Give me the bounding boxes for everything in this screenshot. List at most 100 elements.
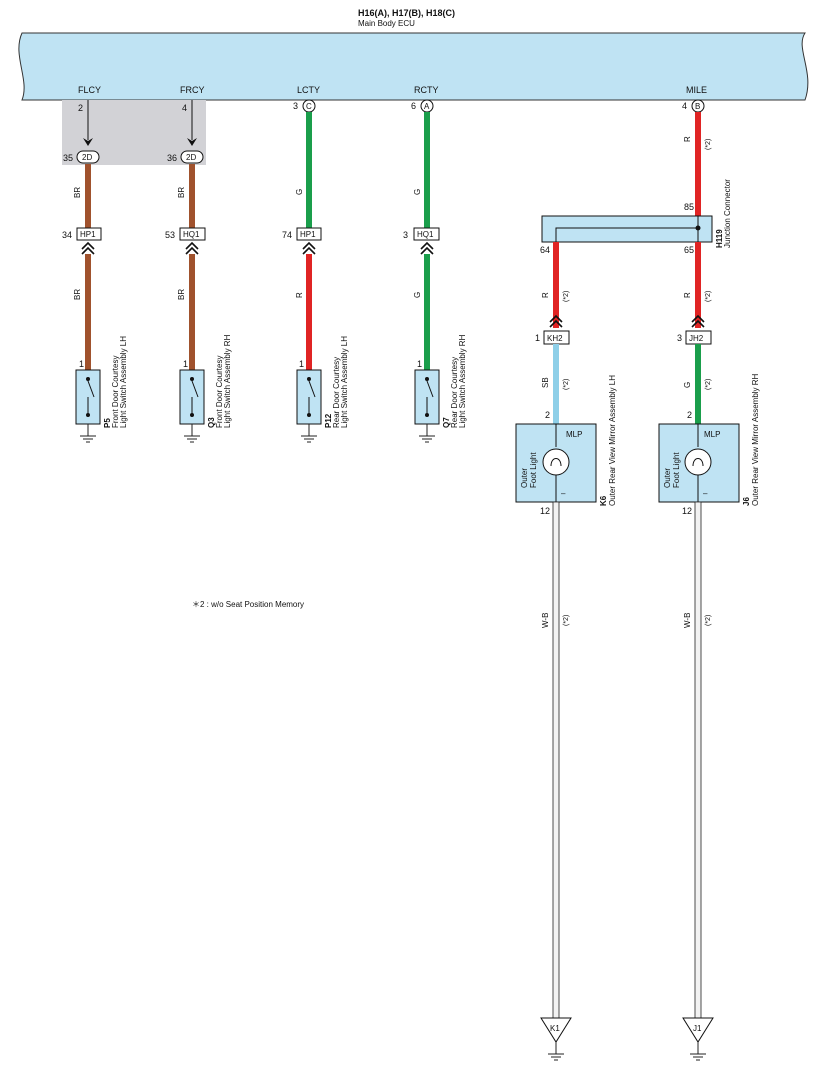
wire-g <box>306 112 312 228</box>
switch-name-line1: Front Door Courtesy <box>111 356 120 428</box>
pin-label: 1 <box>417 359 422 369</box>
wire-color-label: G <box>413 292 422 298</box>
connector-2d-label: 2D <box>82 153 92 162</box>
wire-br <box>189 254 195 370</box>
junction-connector-h119 <box>541 215 713 243</box>
main-body-ecu-box <box>18 32 809 101</box>
switch-name-line2: Light Switch Assembly RH <box>458 334 467 428</box>
wire-note-tag: (*2) <box>705 615 712 626</box>
pin-label: 1 <box>79 359 84 369</box>
pin-label: 34 <box>62 230 72 240</box>
lamp-label-line2: Foot Light <box>529 452 538 488</box>
ground-icon <box>547 1041 565 1061</box>
connector-hq1 <box>413 227 440 241</box>
connector-name: JH2 <box>689 334 704 343</box>
connector-letter: B <box>695 102 700 111</box>
junction-name: Junction Connector <box>723 179 732 248</box>
wire-color-label: G <box>295 189 304 195</box>
connector-hp1 <box>76 227 102 241</box>
ground-code: J1 <box>693 1024 702 1033</box>
pin-label: 64 <box>540 245 550 255</box>
pin-label: 1 <box>535 333 540 343</box>
connector-hq1 <box>179 227 206 241</box>
terminal-flcy: FLCY <box>78 85 101 95</box>
wire-color-label: R <box>295 292 304 298</box>
pin-label: 12 <box>540 506 550 516</box>
wire-br <box>189 164 195 228</box>
switch-name-line1: Front Door Courtesy <box>215 356 224 428</box>
connector-name: KH2 <box>547 334 563 343</box>
wire-wb <box>694 501 702 1019</box>
wire-color-label: W-B <box>683 613 692 628</box>
ground-icon <box>79 423 97 443</box>
bulb-icon <box>542 448 570 476</box>
wire-r <box>695 242 701 328</box>
ground-code: K1 <box>550 1024 560 1033</box>
mirror-terminal-label: MLP <box>566 430 582 439</box>
wire-color-label: BR <box>177 187 186 198</box>
wire-color-label: G <box>413 189 422 195</box>
lamp-label-line1: Outer <box>663 468 672 488</box>
connector-letter: A <box>424 102 430 111</box>
lamp-label-line2: Foot Light <box>672 452 681 488</box>
connector-2d-tag <box>76 150 100 164</box>
wire-color-label: R <box>683 292 692 298</box>
wire-note-tag: (*2) <box>705 379 712 390</box>
ecu-connectors-label: H16(A), H17(B), H18(C) <box>358 8 455 18</box>
wire-r <box>695 112 701 216</box>
junction-code: H119 <box>715 229 724 248</box>
connector-letter: C <box>306 102 312 111</box>
wire-color-label: R <box>541 292 550 298</box>
connector-chevron-icon <box>185 242 199 255</box>
ecu-name-label: Main Body ECU <box>358 19 415 28</box>
wire-g <box>424 112 430 228</box>
pin-label: 85 <box>684 202 694 212</box>
connector-name: HP1 <box>80 230 96 239</box>
pin-label: 3 <box>403 230 408 240</box>
ground-icon <box>183 423 201 443</box>
switch-code: P5 <box>103 418 112 428</box>
arrow-down-icon <box>187 138 197 146</box>
wire-g <box>424 254 430 370</box>
mirror-name: Outer Rear View Mirror Assembly LH <box>608 375 617 506</box>
pin-label: 74 <box>282 230 292 240</box>
wire-sb <box>553 344 559 424</box>
pin-label: 36 <box>167 153 177 163</box>
mirror-terminal-label: MLP <box>704 430 720 439</box>
pin-label: 3 <box>677 333 682 343</box>
ground-point-j1 <box>682 1017 714 1043</box>
pin-label: 4 <box>682 101 687 111</box>
connector-name: HQ1 <box>183 230 200 239</box>
connector-2d-tag <box>180 150 204 164</box>
wire-color-label: BR <box>73 289 82 300</box>
wire-g <box>695 344 701 424</box>
connector-name: HQ1 <box>417 230 434 239</box>
switch-name-line1: Rear Door Courtesy <box>332 357 341 428</box>
wire-br <box>85 164 91 228</box>
pin-label: 6 <box>411 101 416 111</box>
switch-name-line1: Rear Door Courtesy <box>450 357 459 428</box>
switch-code: Q7 <box>442 417 451 428</box>
pin-label: 65 <box>684 245 694 255</box>
terminal-rcty: RCTY <box>414 85 439 95</box>
ground-point-k1 <box>540 1017 572 1043</box>
lamp-label-line1: Outer <box>520 468 529 488</box>
footnote: ＊2 : w/o Seat Position Memory <box>192 600 304 609</box>
mirror-name: Outer Rear View Mirror Assembly RH <box>751 373 760 506</box>
terminal-mile: MILE <box>686 85 707 95</box>
connector-name: HP1 <box>300 230 316 239</box>
mirror-code: J6 <box>742 497 751 506</box>
pin-label: 53 <box>165 230 175 240</box>
ground-icon <box>300 423 318 443</box>
pin-label: 2 <box>545 410 550 420</box>
ground-icon <box>689 1041 707 1061</box>
wire-color-label: W-B <box>541 613 550 628</box>
switch-name-line2: Light Switch Assembly RH <box>223 334 232 428</box>
minus-sign: – <box>703 489 708 498</box>
switch-name-line2: Light Switch Assembly LH <box>340 336 349 428</box>
wire-br <box>85 254 91 370</box>
ground-icon <box>418 423 436 443</box>
wire-color-label: BR <box>177 289 186 300</box>
connector-hp1 <box>296 227 322 241</box>
